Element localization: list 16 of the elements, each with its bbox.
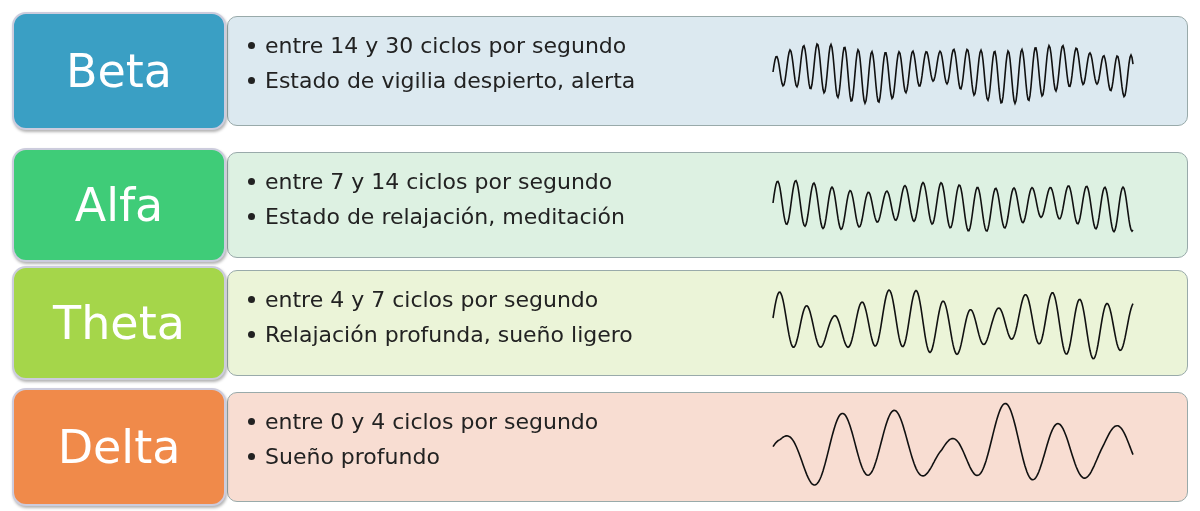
info-panel — [227, 152, 1188, 258]
bullet-text: entre 14 y 30 ciclos por segundo — [265, 33, 627, 58]
bullet-text: Estado de relajación, meditación — [265, 204, 626, 229]
category-tab: Theta — [12, 266, 226, 380]
info-panel — [227, 392, 1188, 502]
bullet-text: Sueño profundo — [265, 444, 440, 469]
info-panel — [227, 16, 1188, 126]
category-tab: Beta — [12, 12, 226, 130]
category-tab: Delta — [12, 388, 226, 506]
bullet-text: Relajación profunda, sueño ligero — [265, 322, 633, 347]
bullet-text: entre 7 y 14 ciclos por segundo — [265, 169, 613, 194]
bullet-text: Estado de vigilia despierto, alerta — [265, 68, 636, 93]
info-panel — [227, 270, 1188, 376]
bullet-text: entre 0 y 4 ciclos por segundo — [265, 409, 599, 434]
category-tab: Alfa — [12, 148, 226, 262]
bullet-text: entre 4 y 7 ciclos por segundo — [265, 287, 599, 312]
